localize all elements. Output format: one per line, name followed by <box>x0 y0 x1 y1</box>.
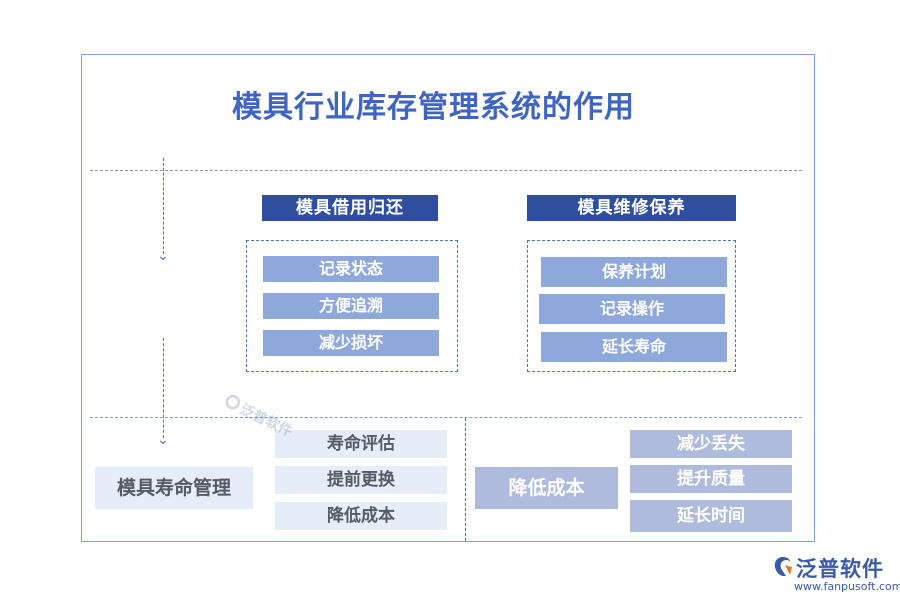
life-item-assess: 寿命评估 <box>275 430 447 458</box>
watermark: 泛普软件 <box>214 388 312 462</box>
borrow-heading: 模具借用归还 <box>262 195 438 221</box>
life-item-replace: 提前更换 <box>275 466 447 494</box>
watermark-logo-icon <box>225 394 241 410</box>
maintenance-item-record: 记录操作 <box>539 294 725 324</box>
brand-logo-icon <box>774 557 792 577</box>
cost-heading: 降低成本 <box>475 467 618 509</box>
borrow-group <box>246 240 458 372</box>
flow-line-upper <box>163 158 164 254</box>
brand-logo: 泛普软件 www.fanpusoft.com <box>772 553 900 597</box>
maintenance-item-extend-life: 延长寿命 <box>541 332 727 362</box>
middle-divider <box>90 417 802 418</box>
arrow-down-icon: ⌄ <box>157 432 169 448</box>
borrow-item-reduce-damage: 减少损坏 <box>263 330 439 356</box>
top-divider <box>90 170 802 171</box>
life-heading: 模具寿命管理 <box>95 467 253 509</box>
arrow-down-icon: ⌄ <box>157 248 169 264</box>
cost-item-quality: 提升质量 <box>630 465 792 493</box>
borrow-item-record-status: 记录状态 <box>263 256 439 282</box>
diagram-title: 模具行业库存管理系统的作用 <box>232 90 635 125</box>
maintenance-heading: 模具维修保养 <box>527 195 736 221</box>
cost-item-time: 延长时间 <box>630 500 792 532</box>
maintenance-group <box>527 240 736 372</box>
brand-url: www.fanpusoft.com <box>794 580 900 593</box>
flow-line-lower <box>163 338 164 438</box>
borrow-item-traceability: 方便追溯 <box>263 293 439 319</box>
life-item-cost: 降低成本 <box>275 502 447 530</box>
bottom-center-divider <box>465 418 466 541</box>
cost-item-reduce-loss: 减少丢失 <box>630 430 792 458</box>
brand-name: 泛普软件 <box>796 557 884 581</box>
maintenance-item-plan: 保养计划 <box>541 257 727 287</box>
